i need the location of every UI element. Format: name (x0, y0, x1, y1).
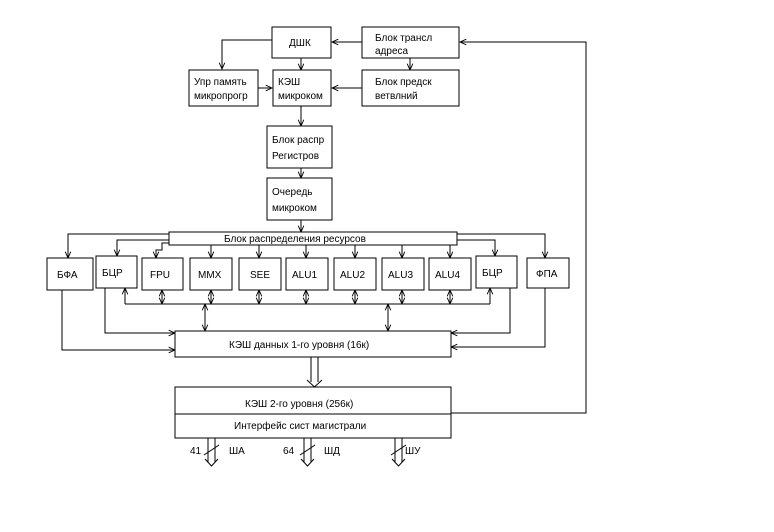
l2-cache-block: КЭШ 2-го уровня (256к) Интерфейс сист ма… (174, 386, 452, 439)
unit-alu3: ALU3 (381, 257, 425, 291)
unit-see-label: SEE (250, 270, 270, 281)
resource-to-unit-connections (68, 233, 545, 258)
top-connections (222, 40, 587, 414)
external-buses: 41 ША 64 ШД ШУ (190, 438, 421, 467)
unit-bcr-1: БЦР (95, 255, 138, 289)
micro-op-queue-block: Очередь микроком (266, 177, 333, 221)
system-bus-interface-label: Интерфейс сист магистрали (234, 420, 366, 432)
address-bus-width: 41 (190, 446, 202, 457)
branch-prediction-label-1: Блок предск (375, 77, 432, 88)
address-translation-label-2: адреса (375, 46, 409, 57)
register-allocation-label-2: Регистров (272, 151, 319, 162)
micro-op-queue-label-2: микроком (272, 203, 317, 214)
l1-data-cache-label: КЭШ данных 1-го уровня (16к) (229, 340, 369, 351)
micro-op-cache-label-1: КЭШ (278, 77, 300, 88)
unit-bcr-2-label: БЦР (482, 268, 503, 279)
unit-fpu: FPU (141, 257, 184, 291)
unit-alu1-label: ALU1 (292, 270, 317, 281)
microprogram-memory-block: Упр память микропрогр (188, 69, 259, 107)
unit-fpu-label: FPU (150, 270, 170, 281)
address-translation-label-1: Блок трансл (375, 33, 432, 44)
unit-mmx-label: MMX (198, 270, 222, 281)
l1-data-cache-block: КЭШ данных 1-го уровня (16к) (174, 330, 452, 358)
l1-to-l2-arrow (306, 357, 323, 388)
unit-see: SEE (238, 257, 282, 291)
branch-prediction-block: Блок предск ветвлний (361, 69, 460, 107)
dshk-block: ДШК (271, 26, 332, 59)
microprogram-memory-label-2: микропрогр (194, 91, 248, 102)
control-bus-label: ШУ (405, 446, 421, 457)
unit-alu2: ALU2 (333, 257, 377, 291)
microprogram-memory-label-1: Упр память (194, 77, 247, 88)
unit-mmx: MMX (189, 257, 233, 291)
resource-distribution-label: Блок распределения ресурсов (224, 234, 366, 245)
micro-op-cache-label-2: микроком (278, 91, 323, 102)
unit-bfa: БФА (46, 257, 94, 291)
unit-bfa-label: БФА (57, 270, 78, 281)
branch-prediction-label-2: ветвлний (375, 91, 418, 102)
control-bus: ШУ (390, 438, 421, 467)
unit-alu4-label: ALU4 (435, 270, 460, 281)
data-bus-label: ШД (324, 446, 340, 457)
address-bus-label: ША (229, 446, 245, 457)
dshk-label: ДШК (289, 38, 311, 49)
unit-output-connections (61, 288, 546, 350)
address-bus: 41 ША (190, 438, 245, 467)
micro-op-queue-label-1: Очередь (272, 187, 313, 198)
register-allocation-block: Блок распр Регистров (266, 125, 333, 169)
data-bus-width: 64 (283, 446, 295, 457)
unit-alu4: ALU4 (428, 257, 472, 291)
l2-cache-label: КЭШ 2-го уровня (256к) (245, 399, 353, 410)
data-bus: 64 ШД (283, 438, 340, 467)
resource-distribution-block: Блок распределения ресурсов (168, 231, 458, 246)
address-translation-block: Блок трансл адреса (361, 26, 460, 59)
micro-op-cache-block: КЭШ микроком (272, 69, 332, 107)
unit-fpa: ФПА (526, 257, 570, 289)
unit-bcr-2: БЦР (475, 255, 518, 289)
register-allocation-label-1: Блок распр (272, 135, 325, 146)
unit-bcr-1-label: БЦР (102, 268, 123, 279)
unit-alu1: ALU1 (285, 257, 329, 291)
unit-fpa-label: ФПА (536, 269, 558, 280)
unit-alu2-label: ALU2 (340, 270, 365, 281)
unit-alu3-label: ALU3 (388, 270, 413, 281)
